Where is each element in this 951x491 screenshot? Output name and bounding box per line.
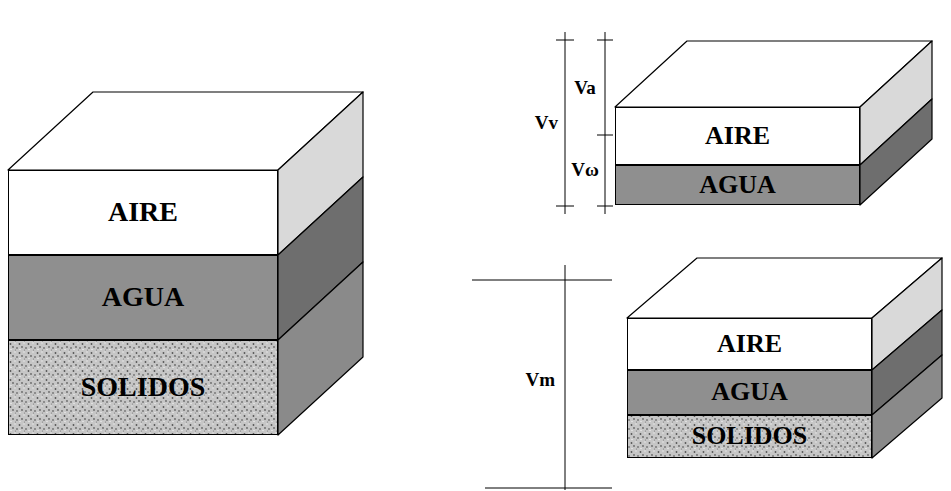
dimension-tick <box>556 40 574 41</box>
phase-name: AGUA <box>711 378 788 407</box>
dimension-line <box>565 265 566 490</box>
dimension-tick <box>597 206 613 207</box>
volume-label: Vv <box>535 113 558 134</box>
front-face <box>627 318 872 370</box>
dimension-tick <box>556 206 574 207</box>
phase-name: AGUA <box>699 171 776 200</box>
front-face <box>615 165 860 205</box>
phase-box: AGUA <box>8 255 278 340</box>
phase-name: AGUA <box>102 282 184 313</box>
phase-box: AGUA <box>615 165 860 205</box>
phase-name: AIRE <box>108 197 178 228</box>
volume-label: Vm <box>525 370 555 391</box>
front-face <box>8 255 278 340</box>
dimension-tick <box>597 135 613 136</box>
phase-box: AIRE <box>627 318 872 370</box>
volume-label: Va <box>574 78 595 99</box>
dimension-tick <box>597 40 613 41</box>
front-face <box>8 170 278 255</box>
phase-box: AIRE <box>615 107 860 165</box>
side-face <box>278 262 363 435</box>
phase-box: SOLIDOS <box>8 340 278 435</box>
front-face <box>8 340 278 435</box>
phase-name: SOLIDOS <box>81 372 206 403</box>
front-face <box>615 107 860 165</box>
front-face <box>627 415 872 458</box>
dimension-line <box>565 32 566 214</box>
phase-box: AGUA <box>627 370 872 415</box>
dimension-line <box>485 488 612 489</box>
dimension-line <box>605 32 606 214</box>
phase-box: SOLIDOS <box>627 415 872 458</box>
side-face <box>872 355 942 458</box>
dimension-line <box>472 280 612 281</box>
volume-label: Vω <box>571 160 599 181</box>
phase-name: AIRE <box>717 330 782 359</box>
phase-name: AIRE <box>705 122 770 151</box>
front-face <box>627 370 872 415</box>
side-face <box>860 99 932 205</box>
phase-name: SOLIDOS <box>692 422 808 451</box>
phase-box: AIRE <box>8 170 278 255</box>
